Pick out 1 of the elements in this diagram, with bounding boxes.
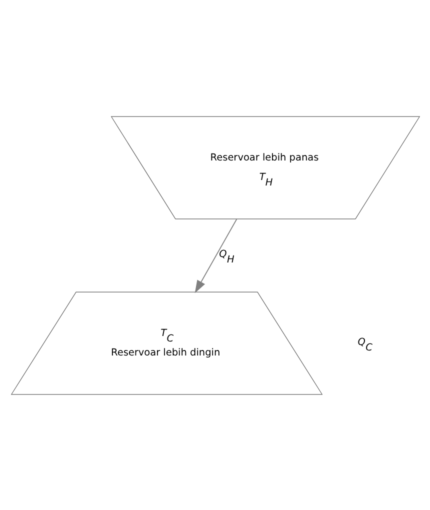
arrow <box>194 218 237 293</box>
